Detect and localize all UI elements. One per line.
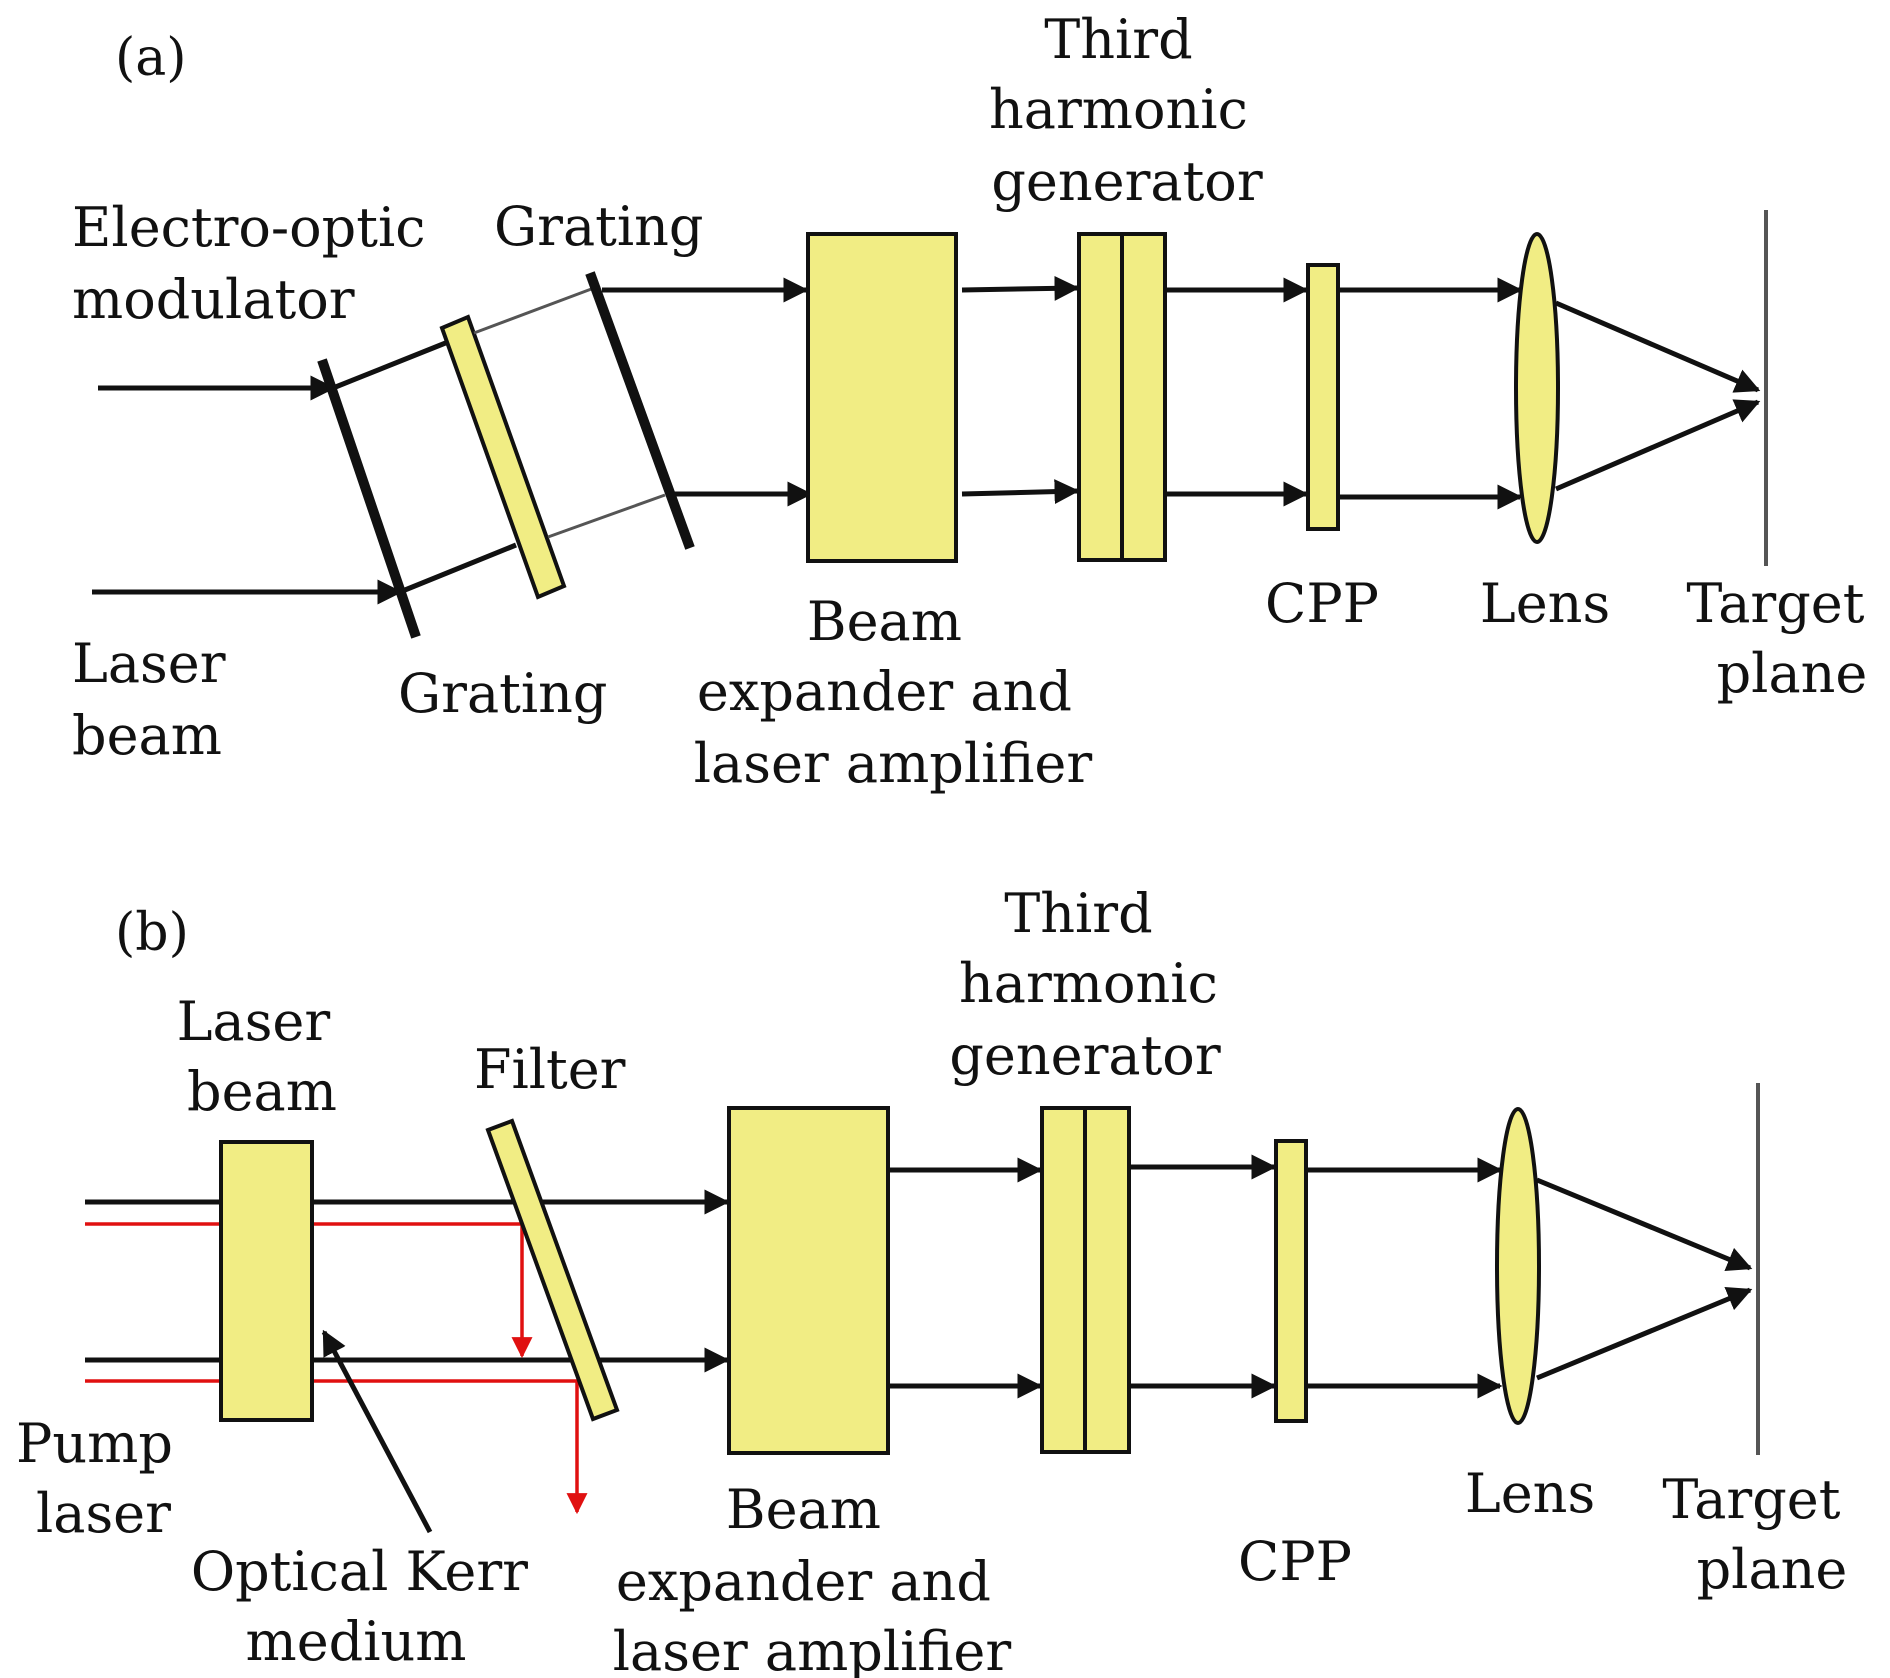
label-target-plane-b: Target plane (1662, 1468, 1857, 1601)
cpp-plate (1306, 263, 1340, 531)
panel-a-tag: (a) (115, 28, 187, 88)
panel-a: (a) (72, 8, 1881, 795)
panel-b-tag: (b) (115, 903, 189, 963)
label-lens: Lens (1480, 572, 1610, 635)
ray-g1-eom-lower (399, 542, 517, 595)
thg-crystal-2-b (1083, 1106, 1131, 1454)
thg-crystal-2 (1120, 232, 1167, 562)
beam-expander-amplifier-b (727, 1106, 890, 1455)
label-cpp-b: CPP (1238, 1530, 1352, 1593)
grating-1 (317, 358, 421, 639)
label-third-harmonic-generator: Third harmonic generator (989, 8, 1265, 213)
ray-focus-upper-b (1536, 1177, 1753, 1271)
electro-optic-modulator (439, 314, 567, 600)
kerr-medium-pointer (321, 1329, 433, 1534)
ray-eom-g2-upper (473, 286, 595, 335)
label-laser-beam-b: Laser beam (177, 990, 348, 1123)
panel-b: (b) (16, 882, 1857, 1678)
label-optical-kerr-medium: Optical Kerr medium (191, 1540, 545, 1673)
ray-focus-upper (1555, 300, 1761, 393)
label-pump-laser: Pump laser (16, 1412, 190, 1545)
ray-focus-lower-b (1536, 1287, 1753, 1381)
label-beam-expander-amplifier: Beam expander and laser amplifier (694, 590, 1093, 795)
label-cpp: CPP (1265, 572, 1379, 635)
ray-g1-eom-upper (332, 339, 449, 391)
optical-kerr-medium (219, 1140, 314, 1422)
label-grating-top: Grating (494, 195, 703, 258)
label-lens-b: Lens (1465, 1462, 1595, 1525)
ray-amp-thg-lower (961, 479, 1080, 505)
lens (1514, 232, 1560, 544)
label-third-harmonic-generator-b: Third harmonic generator (949, 882, 1235, 1087)
cpp-plate-b (1274, 1139, 1308, 1423)
thg-crystal-1-b (1040, 1106, 1087, 1454)
beam-expander-amplifier (806, 232, 958, 563)
label-beam-expander-amplifier-b: Beam expander and laser amplifier (613, 1478, 1012, 1678)
ray-amp-thg-upper (961, 275, 1080, 301)
lens-b (1495, 1107, 1541, 1425)
filter-plate (485, 1118, 620, 1422)
label-grating-bottom: Grating (398, 662, 607, 725)
ray-focus-lower (1555, 399, 1761, 492)
thg-crystal-1 (1077, 232, 1124, 562)
ray-eom-g2-lower (547, 493, 666, 539)
label-target-plane: Target plane (1686, 572, 1881, 705)
label-filter: Filter (474, 1038, 626, 1101)
grating-2 (585, 271, 695, 550)
label-laser-beam: Laser beam (72, 632, 243, 767)
label-electro-optic-modulator: Electro-optic modulator (72, 196, 443, 331)
